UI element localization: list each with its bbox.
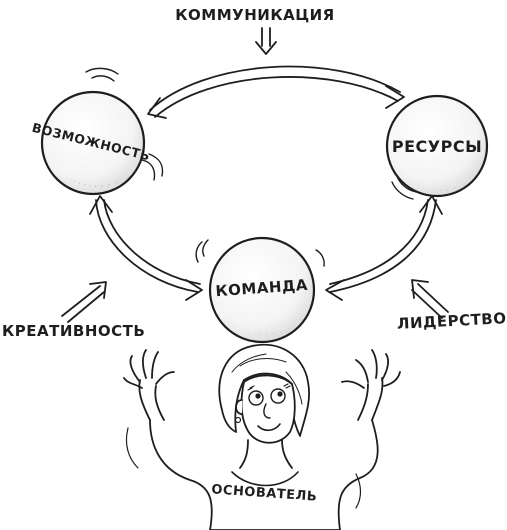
leadership-label: ЛИДЕРСТВО — [397, 309, 507, 333]
founder-figure: ОСНОВАТЕЛЬ — [123, 343, 401, 530]
resources-label: РЕСУРСЫ — [392, 137, 482, 156]
leadership-arrow — [411, 279, 449, 319]
creativity-arrow — [61, 281, 107, 323]
founder-label: ОСНОВАТЕЛЬ — [211, 482, 318, 504]
resources-team-arrow — [325, 195, 443, 301]
resources-ball: РЕСУРСЫ — [385, 94, 489, 200]
opportunity-resources-arrow — [147, 65, 405, 119]
creativity-label: КРЕАТИВНОСТЬ — [2, 322, 145, 340]
communication-arrow — [255, 27, 277, 55]
opportunity-ball: ВОЗМОЖНОСТЬ — [30, 67, 164, 196]
communication-label: КОММУНИКАЦИЯ — [175, 6, 334, 24]
team-ball: КОМАНДА — [195, 236, 325, 344]
opportunity-team-arrow — [89, 195, 203, 301]
